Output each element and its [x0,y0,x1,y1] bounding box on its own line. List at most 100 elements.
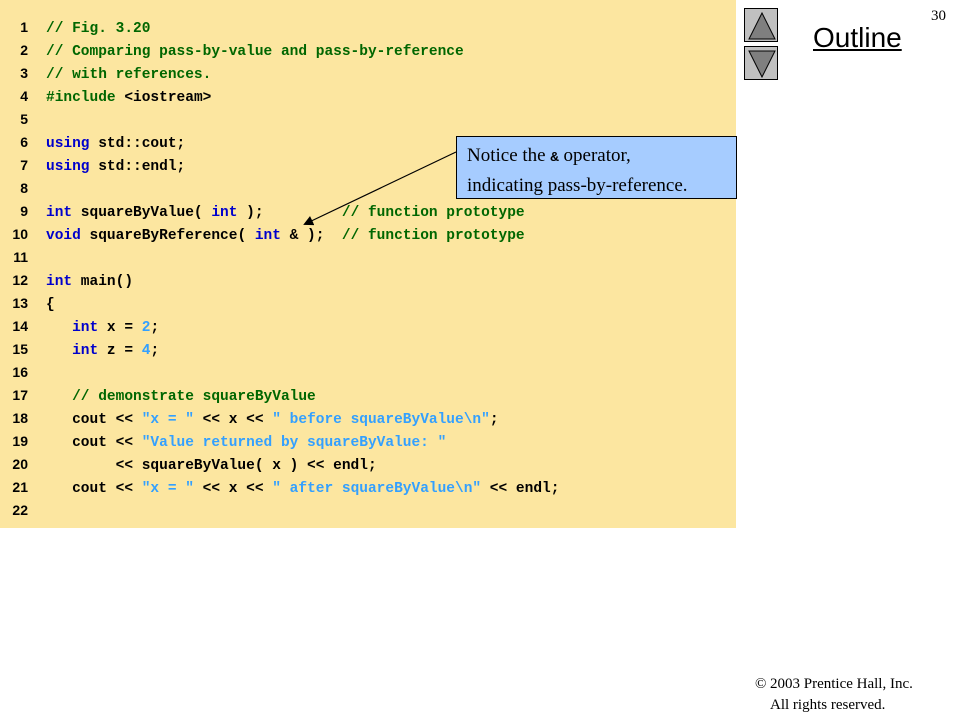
code-token: ; [150,320,160,336]
line-number: 9 [20,203,28,219]
code-text: cout << "Value returned by squareByValue… [46,435,446,451]
code-token [46,320,72,336]
code-line: 6 using std::cout; [0,132,736,155]
next-slide-button[interactable] [744,46,778,80]
line-number: 15 [12,341,28,357]
code-token: 4 [141,343,151,359]
code-line: 7 using std::endl; [0,155,736,178]
code-text: // with references. [46,67,211,83]
code-token: std::cout; [89,136,186,152]
line-number: 3 [20,65,28,81]
code-token: std::endl; [89,159,186,175]
code-text: cout << "x = " << x << " before squareBy… [46,412,499,428]
line-number: 7 [20,157,28,173]
code-token: using [46,136,90,152]
code-text: // Comparing pass-by-value and pass-by-r… [46,44,464,60]
code-text: << squareByValue( x ) << endl; [46,458,377,474]
code-line: 22 [0,500,736,523]
copyright-symbol: © [755,676,767,692]
code-token: squareByReference( [80,228,255,244]
line-number: 12 [12,272,28,288]
code-token: << x << [193,412,273,428]
code-token: squareByValue( [72,205,212,221]
code-line: 1// Fig. 3.20 [0,17,736,40]
code-token: // Fig. 3.20 [46,21,151,37]
code-token: "x = " [141,481,194,497]
code-token: ); [237,205,342,221]
line-number: 18 [12,410,28,426]
callout-operator: & [550,150,559,166]
code-token [46,389,72,405]
code-token: << x << [193,481,273,497]
line-number: 2 [20,42,28,58]
code-token: x = [98,320,142,336]
code-token: <iostream> [124,90,212,106]
code-listing-panel: 1// Fig. 3.20 2 // Comparing pass-by-value… [0,0,736,528]
line-number: 11 [13,249,28,265]
copyright-line-1: 2003 Prentice Hall, Inc. [770,676,913,692]
code-text: // Fig. 3.20 [46,21,150,37]
code-line: 2 // Comparing pass-by-value and pass-by-… [0,40,736,63]
code-line: 20 << squareByValue( x ) << endl; [0,454,736,477]
copyright-notice: © 2003 Prentice Hall, Inc. All rights re… [755,674,913,716]
code-token: z = [98,343,142,359]
annotation-callout: Notice the & operator, indicating pass-b… [456,136,737,199]
code-line: 21 cout << "x = " << x << " after square… [0,477,736,500]
code-token: using [46,159,90,175]
code-token: // function prototype [341,205,525,221]
line-number: 20 [12,456,28,472]
code-token: #include [46,90,125,106]
line-number: 8 [20,180,28,196]
line-number: 19 [12,433,28,449]
line-number: 6 [20,134,28,150]
code-line: 3 // with references. [0,63,736,86]
line-number: 13 [12,295,28,311]
code-text: cout << "x = " << x << " after squareByV… [46,481,559,497]
code-line: 16 [0,362,736,385]
code-token [46,343,72,359]
line-number: 5 [20,111,28,127]
code-token: { [46,297,55,313]
code-text: using std::endl; [46,159,185,175]
code-token: " after squareByValue\n" [272,481,482,497]
code-line: 13 { [0,293,736,316]
code-token: ; [489,412,499,428]
line-number: 17 [12,387,28,403]
previous-slide-button[interactable] [744,8,778,42]
code-text: int x = 2; [46,320,159,336]
code-line: 5 [0,109,736,132]
triangle-down-icon [748,50,776,79]
callout-line-1: Notice the & operator, [467,145,631,166]
code-token: // function prototype [341,228,525,244]
code-token: // with references. [46,67,212,83]
code-token: << squareByValue( x ) << endl; [46,458,377,474]
code-token: // demonstrate squareByValue [72,389,316,405]
code-line: 11 [0,247,736,270]
code-text: int main() [46,274,133,290]
code-line: 19 cout << "Value returned by squareByVa… [0,431,736,454]
code-line: 8 [0,178,736,201]
code-token: main() [72,274,134,290]
code-token: " before squareByValue\n" [272,412,490,428]
code-token: << endl; [481,481,560,497]
code-text: int z = 4; [46,343,159,359]
code-text: #include <iostream> [46,90,211,106]
outline-link[interactable]: Outline [813,22,902,53]
code-token: "Value returned by squareByValue: " [141,435,447,451]
code-line: 18 cout << "x = " << x << " before squar… [0,408,736,431]
line-number: 4 [20,88,28,104]
page-number: 30 [931,8,946,24]
callout-line-2: indicating pass-by-reference. [467,175,688,196]
code-line: 17 // demonstrate squareByValue [0,385,736,408]
line-number: 22 [12,502,28,518]
code-text: { [46,297,55,313]
code-text: // demonstrate squareByValue [46,389,316,405]
copyright-line-2: All rights reserved. [770,697,886,713]
triangle-up-icon [748,11,776,40]
code-token: int [72,320,99,336]
code-text: using std::cout; [46,136,185,152]
code-token: cout << [46,435,142,451]
code-token: cout << [46,412,142,428]
